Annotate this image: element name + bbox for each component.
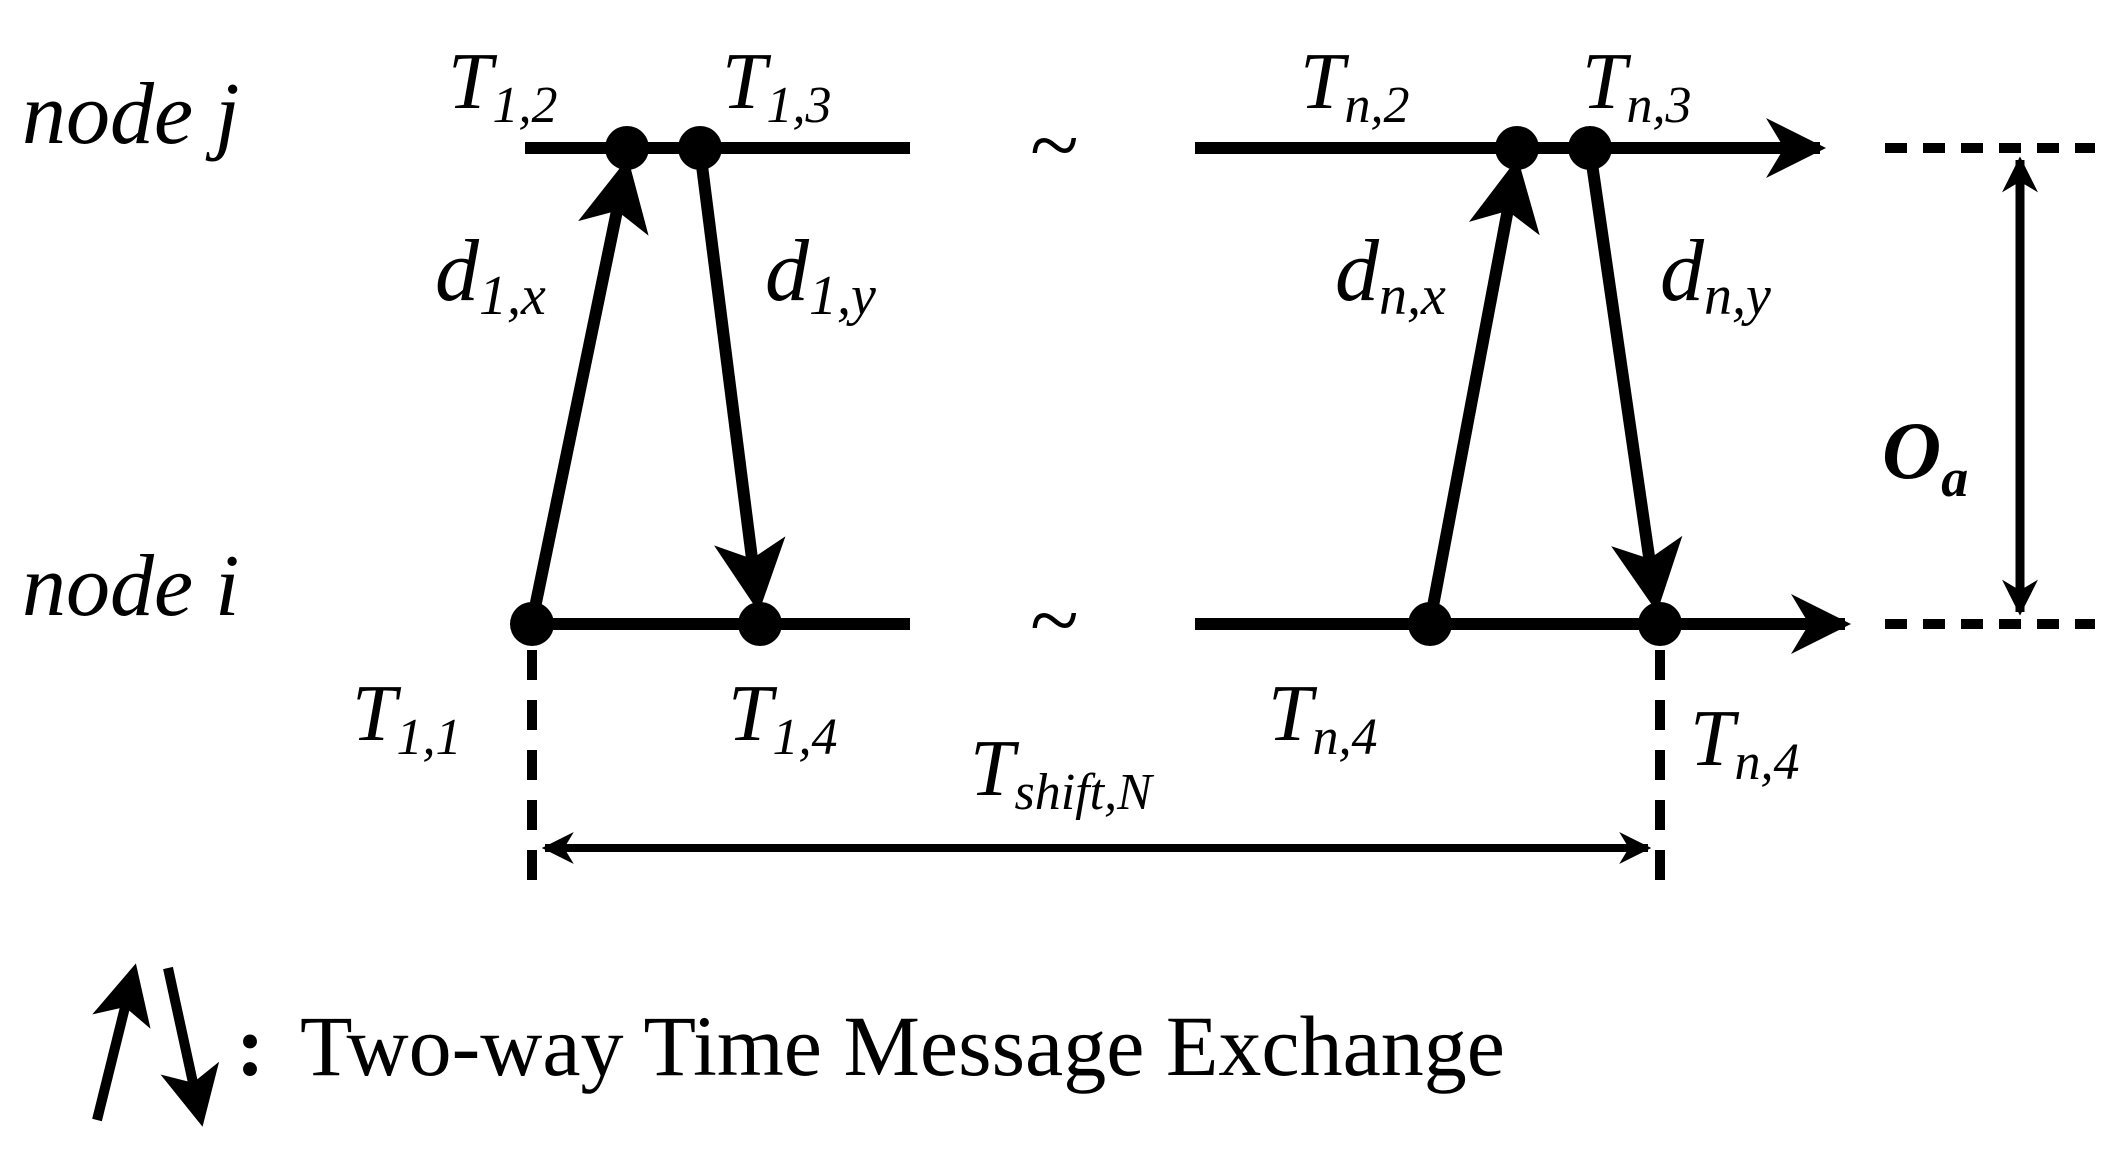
- event-dot-t12: [605, 126, 649, 170]
- break-symbol-bottom: ~: [1030, 571, 1079, 670]
- node-i-label: node i: [22, 538, 240, 635]
- event-dot-tn4a: [1408, 602, 1452, 646]
- event-dot-t13: [678, 126, 722, 170]
- label-tn4a: Tn,4: [1268, 670, 1378, 766]
- legend-separator: :: [236, 998, 265, 1094]
- label-dny: dn,y: [1660, 223, 1771, 327]
- event-dot-t14: [738, 602, 782, 646]
- event-dot-tn2: [1495, 126, 1539, 170]
- legend-up-arrow-icon: [92, 963, 151, 1122]
- label-tshift: Tshift,N: [970, 725, 1155, 821]
- label-t13: T1,3: [722, 38, 832, 134]
- label-d1x: d1,x: [435, 223, 546, 327]
- message-arrow-nx: [1424, 157, 1540, 624]
- event-dot-t11: [510, 602, 554, 646]
- node-j-label: node j: [22, 66, 240, 163]
- label-t12: T1,2: [448, 38, 558, 134]
- label-tn2: Tn,2: [1300, 38, 1410, 134]
- label-dnx: dn,x: [1335, 223, 1446, 327]
- label-tn4b: Tn,4: [1690, 695, 1800, 791]
- message-arrow-1x: [526, 157, 649, 624]
- label-d1y: d1,y: [765, 223, 876, 327]
- legend-text: Two-way Time Message Exchange: [300, 998, 1505, 1094]
- legend-down-arrow-icon: [160, 966, 220, 1127]
- offset-label: Oa: [1882, 405, 1968, 508]
- event-dot-tn4b: [1638, 602, 1682, 646]
- message-arrow-ny: [1584, 149, 1683, 613]
- label-t14: T1,4: [728, 670, 838, 766]
- label-tn3: Tn,3: [1582, 38, 1692, 134]
- break-symbol-top: ~: [1030, 96, 1079, 195]
- label-t11: T1,1: [352, 670, 462, 766]
- message-arrow-1y: [694, 149, 786, 613]
- event-dot-tn3: [1568, 126, 1612, 170]
